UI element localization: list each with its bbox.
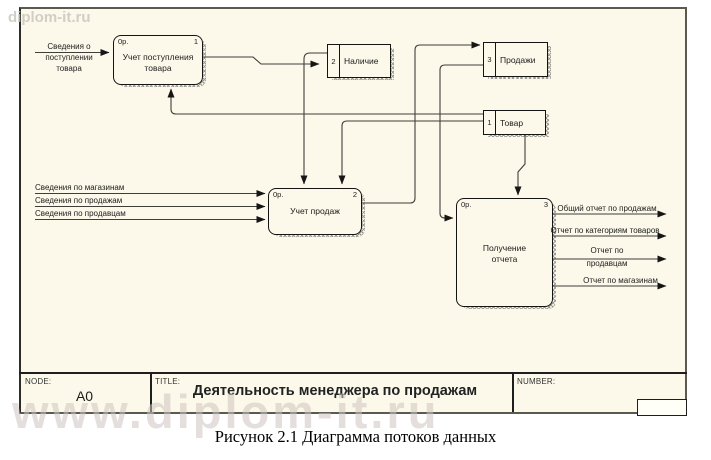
process-cost: 0р. (461, 200, 472, 209)
datastore-tovar: 1 Товар (483, 110, 546, 135)
flow-prodazhi-to-p3 (439, 64, 483, 222)
label-input-sellers: Сведения по продавцам (35, 209, 126, 218)
bottom-bar-top-line (19, 372, 687, 374)
flow-tovar-to-p1 (167, 88, 483, 115)
label-input-receipt: Сведения о поступлении товара (45, 42, 93, 73)
flow-p1-to-nalichie (201, 56, 320, 68)
node-label: NODE: (25, 377, 52, 386)
flow-tovar-to-p2 (338, 120, 483, 185)
datastore-nalichie: 2 Наличие (327, 44, 391, 78)
title-label: TITLE: (155, 377, 181, 386)
label-input-sales: Сведения по продажам (35, 196, 123, 205)
diagram-title: Деятельность менеджера по продажам (192, 383, 478, 399)
process-number: 3 (543, 200, 548, 209)
label-output-categories: Отчет по категориям товаров (550, 226, 660, 235)
datastore-prodazhi: 3 Продажи (483, 42, 548, 77)
process-poluchenie-otcheta: 0р. 3 Получение отчета (456, 198, 553, 307)
bottom-bar-divider (150, 374, 152, 412)
process-number: 2 (352, 190, 357, 199)
datastore-number: 2 (328, 45, 340, 77)
process-name: Учет продаж (290, 206, 340, 216)
label-input-shops: Сведения по магазинам (35, 183, 125, 192)
process-name: Учет поступления товара (122, 52, 194, 73)
process-cost: 0р. (273, 190, 284, 199)
datastore-name: Наличие (344, 56, 379, 66)
datastore-number: 1 (484, 111, 496, 134)
watermark-bottom: www.diplom-it.ru (12, 385, 440, 438)
process-cost: 0р. (118, 37, 129, 46)
label-output-shops: Отчет по магазинам (583, 276, 658, 285)
flow-nalichie-to-p2 (300, 52, 327, 185)
process-uchet-postupleniya-tovara: 0р. 1 Учет поступления товара (113, 35, 203, 85)
process-name: Получение отчета (482, 243, 527, 264)
flow-tovar-to-p3 (514, 135, 526, 196)
datastore-name: Товар (500, 117, 524, 128)
number-corner-box (637, 399, 687, 416)
process-uchet-prodazh: 0р. 2 Учет продаж (268, 188, 362, 235)
process-number: 1 (193, 37, 198, 46)
datastore-name: Продажи (500, 54, 536, 65)
label-output-total: Общий отчет по продажам (557, 204, 657, 213)
figure-caption: Рисунок 2.1 Диаграмма потоков данных (214, 427, 497, 446)
datastore-number: 3 (484, 43, 496, 76)
node-value: A0 (75, 388, 94, 404)
bottom-bar-divider (512, 374, 514, 412)
watermark-top: diplom-it.ru (8, 9, 91, 26)
label-output-sellers: Отчет по продавцам (586, 246, 628, 268)
flow-p2-to-prodazhi (360, 41, 481, 204)
number-label: NUMBER: (517, 377, 556, 386)
